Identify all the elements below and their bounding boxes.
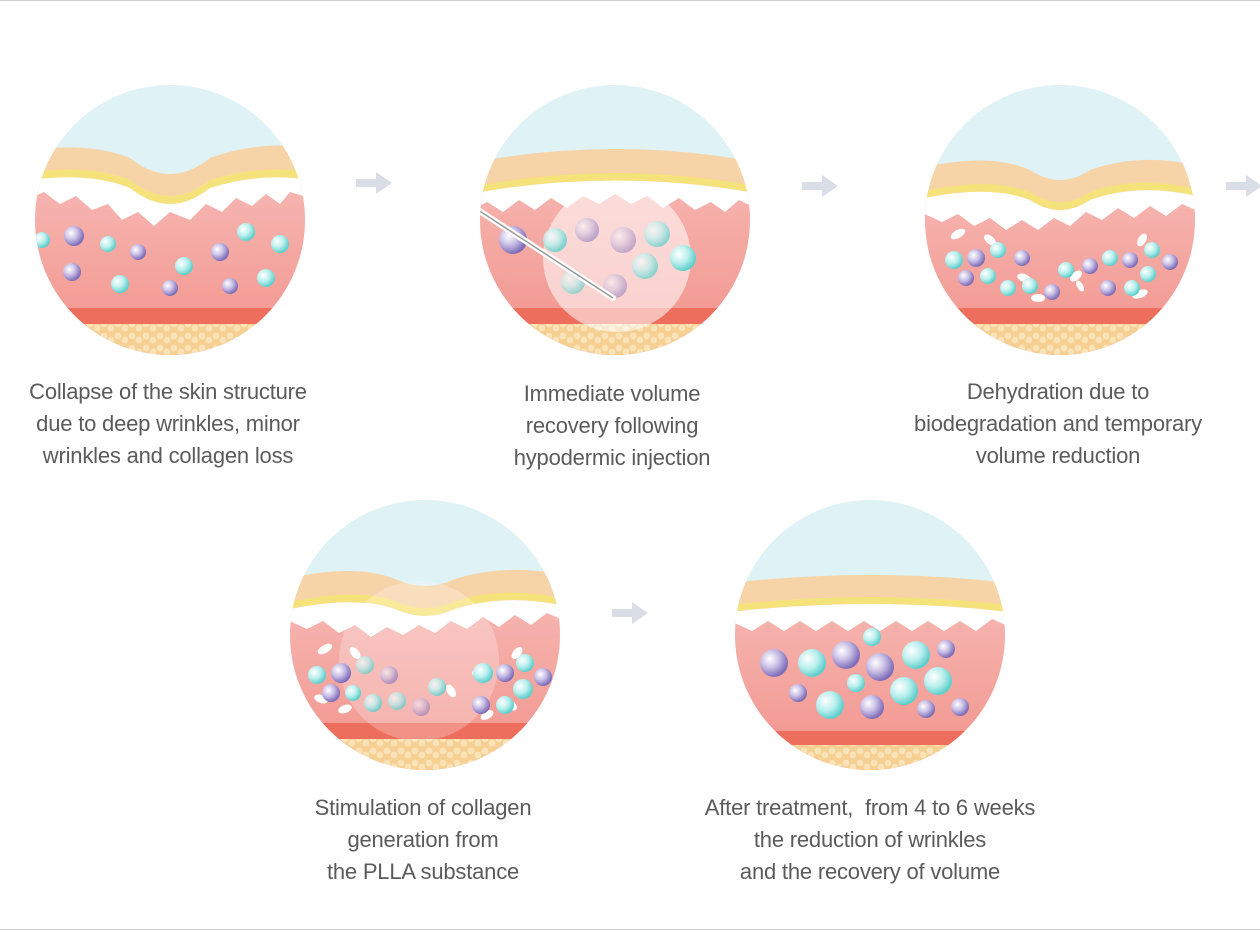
stage-2-illustration [475, 80, 755, 360]
stage-5-illustration [730, 495, 1010, 775]
caption-line: volume reduction [975, 443, 1141, 468]
arrow-right-icon [612, 602, 648, 624]
stage-5-caption: After treatment, from 4 to 6 weeks the r… [690, 792, 1050, 888]
caption-line: Collapse of the skin structure [29, 379, 307, 404]
stage-1-illustration [30, 80, 310, 360]
stage-3-illustration [920, 80, 1200, 360]
caption-line: the reduction of wrinkles [753, 827, 987, 852]
top-divider [0, 0, 1260, 1]
caption-line: After treatment, from 4 to 6 weeks [704, 795, 1036, 820]
caption-line: biodegradation and temporary [914, 411, 1202, 436]
stage-4-caption: Stimulation of collagen generation from … [243, 792, 603, 888]
caption-line: recovery following [525, 413, 699, 438]
stage-3-caption: Dehydration due to biodegradation and te… [878, 376, 1238, 472]
caption-line: Dehydration due to [966, 379, 1150, 404]
arrow-right-icon [802, 175, 838, 197]
caption-line: generation from [347, 827, 499, 852]
arrow-right-icon [356, 172, 392, 194]
caption-line: due to deep wrinkles, minor [36, 411, 300, 436]
bottom-divider [0, 929, 1260, 930]
caption-line: and the recovery of volume [739, 859, 1001, 884]
caption-line: Immediate volume [523, 381, 701, 406]
caption-line: the PLLA substance [326, 859, 520, 884]
caption-line: hypodermic injection [513, 445, 711, 470]
stage-2-caption: Immediate volume recovery following hypo… [432, 378, 792, 474]
caption-line: Stimulation of collagen [314, 795, 532, 820]
stage-4-illustration [285, 495, 565, 775]
arrow-right-icon [1226, 175, 1260, 197]
caption-line: wrinkles and collagen loss [42, 443, 294, 468]
stage-1-caption: Collapse of the skin structure due to de… [0, 376, 348, 472]
